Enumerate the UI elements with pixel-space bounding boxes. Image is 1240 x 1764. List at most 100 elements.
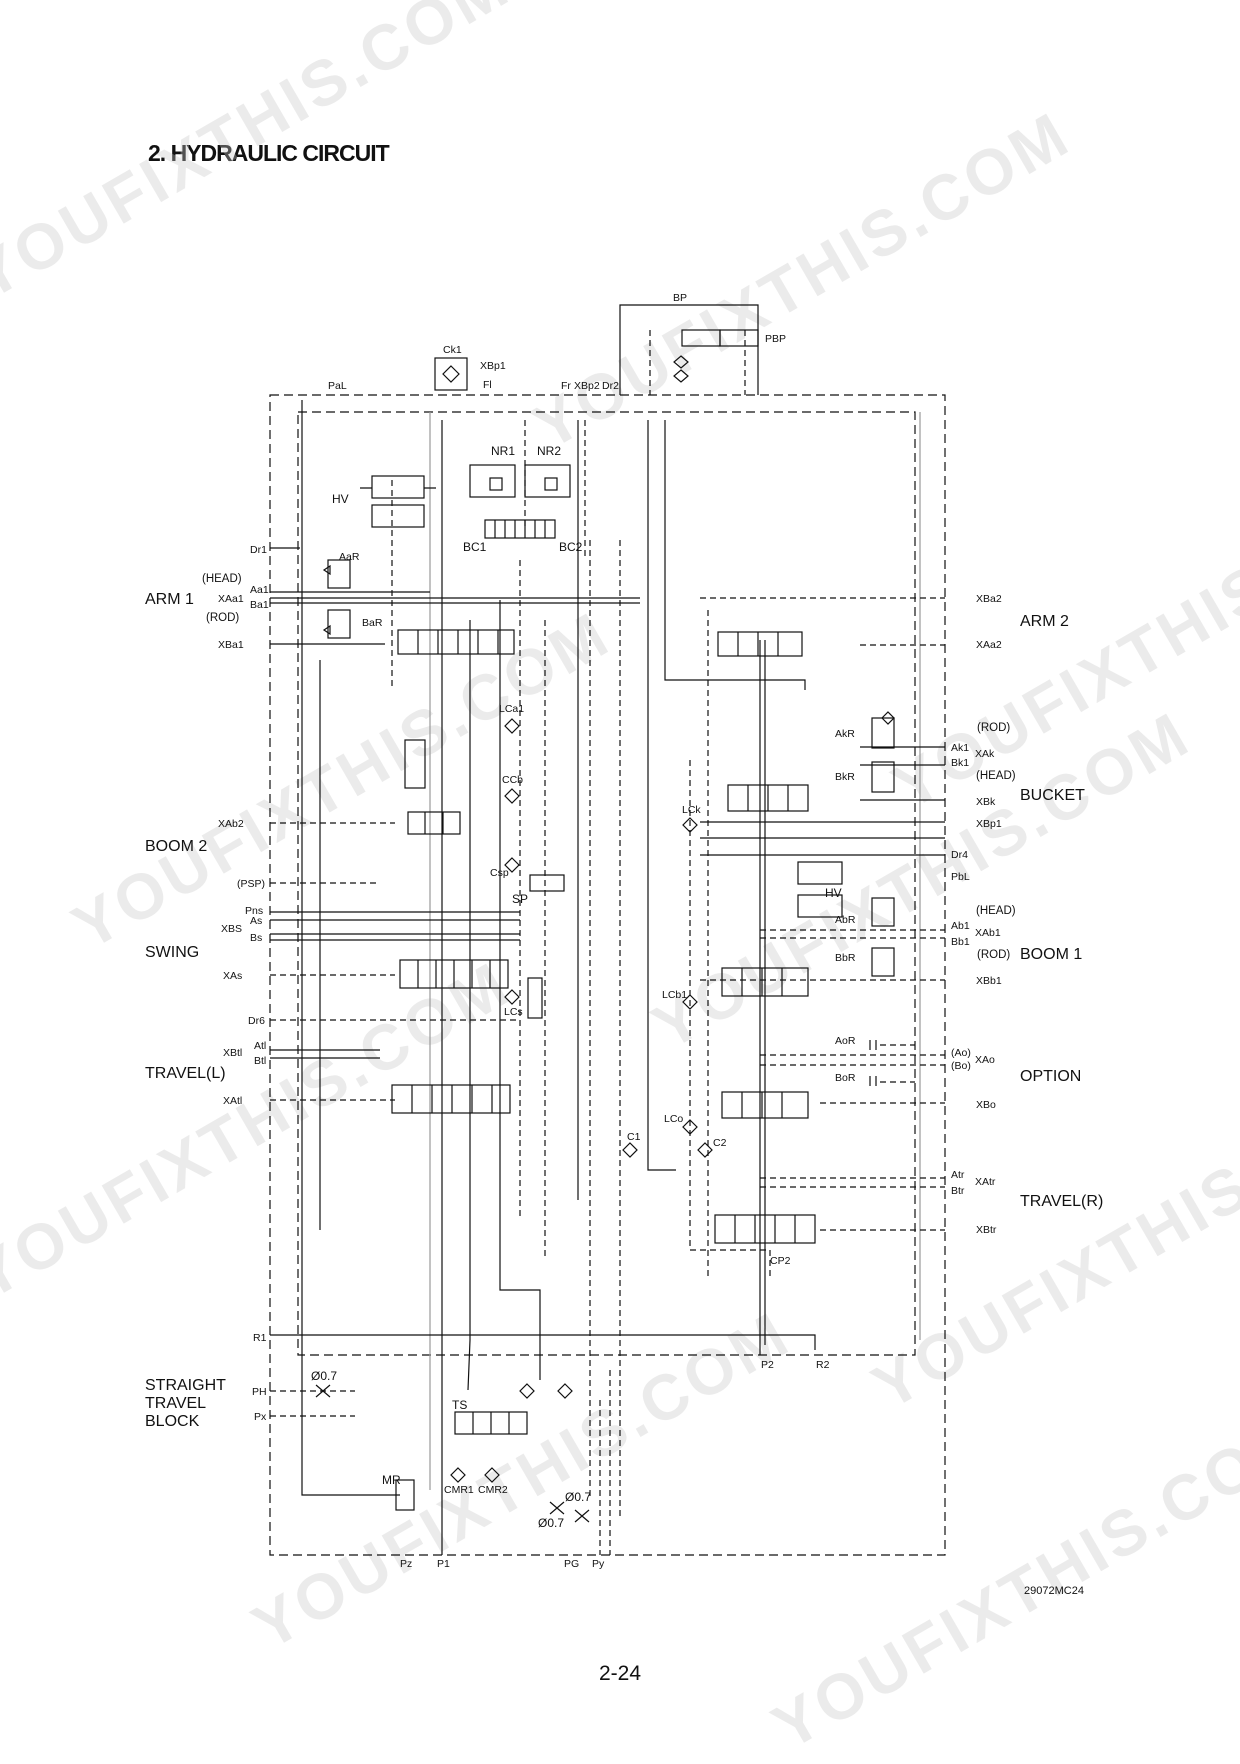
port-label: (HEAD) [976, 905, 1016, 917]
port-label: P2 [761, 1359, 774, 1371]
port-label: As [250, 915, 262, 927]
port-label: CMR2 [478, 1484, 508, 1496]
port-label: Dr6 [248, 1015, 265, 1027]
port-label: (PSP) [237, 878, 265, 890]
port-label: HV [332, 492, 349, 506]
section-label-boom1: BOOM 1 [1020, 946, 1083, 963]
port-label: P1 [437, 1558, 450, 1570]
drawing-code: 29072MC24 [1024, 1585, 1084, 1597]
port-label: Ck1 [443, 344, 462, 356]
port-label: Fr [561, 380, 571, 392]
port-label: LCa1 [499, 703, 524, 715]
section-label-bucket: BUCKET [1020, 787, 1085, 804]
section-label-boom2: BOOM 2 [145, 838, 208, 855]
port-label: PaL [328, 380, 347, 392]
section-label-travel-r: TRAVEL(R) [1020, 1193, 1104, 1210]
port-label: LCo [664, 1113, 683, 1125]
port-label: XBa1 [218, 639, 244, 651]
port-label: AkR [835, 728, 855, 740]
port-label: Csp [490, 867, 509, 879]
port-label: Btr [951, 1185, 965, 1197]
port-label: XBtr [976, 1224, 997, 1236]
port-label: TS [452, 1398, 467, 1412]
port-label: XBp1 [976, 818, 1002, 830]
port-label: MR [382, 1473, 401, 1487]
port-label: (Bo) [951, 1060, 971, 1072]
port-label: PBP [765, 333, 786, 345]
port-label: Dr1 [250, 544, 267, 556]
port-label: BC1 [463, 540, 487, 554]
port-label: XAtr [975, 1176, 996, 1188]
port-label: Fl [483, 379, 492, 391]
port-label: LCk [682, 804, 701, 816]
port-label: Py [592, 1558, 605, 1570]
port-label: XBk [976, 796, 996, 808]
page-number: 2-24 [598, 1662, 642, 1685]
port-label: HV [825, 886, 842, 900]
page-title: 2. HYDRAULIC CIRCUIT [148, 140, 390, 166]
port-label: Atr [951, 1169, 965, 1181]
port-label: XAtl [223, 1095, 242, 1107]
port-label: Ø0.7 [311, 1369, 337, 1383]
port-label: NR1 [491, 444, 515, 458]
port-label: (HEAD) [976, 770, 1016, 782]
port-label: (HEAD) [202, 573, 242, 585]
port-label: XBtl [223, 1047, 242, 1059]
port-label: PG [564, 1558, 579, 1570]
port-label: Bk1 [951, 757, 969, 769]
port-label: Px [254, 1411, 267, 1423]
port-label: XAk [975, 748, 995, 760]
port-label: XAo [975, 1054, 995, 1066]
port-label: Aa1 [250, 584, 269, 596]
section-label-arm1: ARM 1 [145, 591, 194, 608]
port-label: XBa2 [976, 593, 1002, 605]
port-label: C1 [627, 1131, 641, 1143]
port-label: BC2 [559, 540, 583, 554]
section-label-straight-travel-block: STRAIGHT TRAVEL BLOCK [145, 1377, 226, 1430]
port-label: Bs [250, 932, 262, 944]
port-label: Atl [254, 1040, 266, 1052]
port-label: XBo [976, 1099, 996, 1111]
port-label: (Ao) [951, 1047, 971, 1059]
port-label: AbR [835, 914, 856, 926]
port-label: C2 [713, 1137, 727, 1149]
port-label: (ROD) [206, 612, 239, 624]
port-label: BkR [835, 771, 855, 783]
port-label: CP2 [770, 1255, 791, 1267]
section-label-option: OPTION [1020, 1068, 1082, 1085]
port-label: BP [673, 292, 687, 304]
port-label: PH [252, 1386, 267, 1398]
port-label: BoR [835, 1072, 856, 1084]
port-label: NR2 [537, 444, 561, 458]
port-label: Bb1 [951, 936, 970, 948]
port-label: LCb1 [662, 989, 687, 1001]
port-label: R2 [816, 1359, 830, 1371]
port-label: Ak1 [951, 742, 969, 754]
port-label: BbR [835, 952, 856, 964]
port-label: XAs [223, 970, 242, 982]
port-label: XBp1 [480, 360, 506, 372]
port-label: Ø0.7 [538, 1516, 564, 1530]
port-label: XAa2 [976, 639, 1002, 651]
port-label: LCs [504, 1006, 523, 1018]
port-label: XAa1 [218, 593, 244, 605]
port-label: (ROD) [977, 949, 1010, 961]
section-label-travel-l: TRAVEL(L) [145, 1065, 226, 1082]
port-label: Btl [254, 1055, 266, 1067]
port-label: XAb2 [218, 818, 244, 830]
port-label: CCb [502, 774, 523, 786]
port-label: BaR [362, 617, 383, 629]
port-label: Pz [400, 1558, 412, 1570]
port-label: XAb1 [975, 927, 1001, 939]
port-label: Pns [245, 905, 263, 917]
section-label-arm2: ARM 2 [1020, 613, 1069, 630]
port-label: (ROD) [977, 722, 1010, 734]
port-label: R1 [253, 1332, 267, 1344]
port-label: Ab1 [951, 920, 970, 932]
port-label: XBS [221, 923, 242, 935]
port-label: Ba1 [250, 599, 269, 611]
port-label: AoR [835, 1035, 856, 1047]
port-label: Dr4 [951, 849, 968, 861]
port-label: XBp2 [574, 380, 600, 392]
section-label-swing: SWING [145, 944, 200, 961]
